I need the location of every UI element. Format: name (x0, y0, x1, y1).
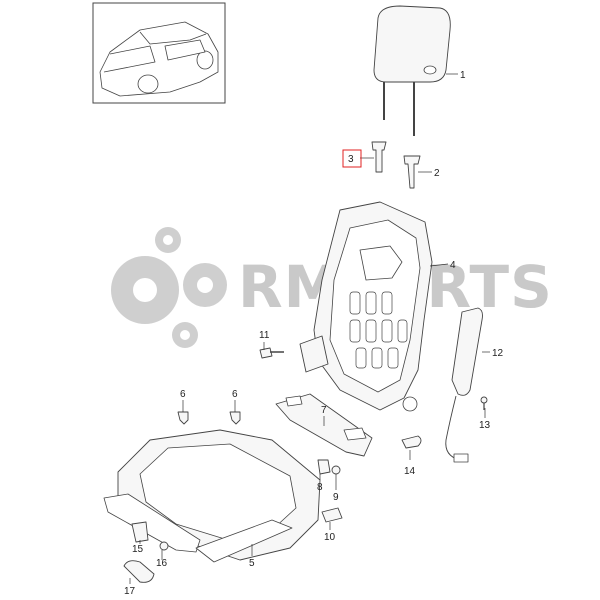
callout-7: 7 (321, 405, 327, 416)
callout-17: 17 (124, 586, 136, 597)
callout-15: 15 (132, 544, 144, 555)
clip-6b (229, 411, 241, 425)
bracket-15 (131, 521, 149, 543)
side-airbag-12 (445, 307, 483, 463)
callout-4: 4 (450, 260, 456, 271)
callout-12: 12 (492, 348, 504, 359)
headrest-guide-3 (371, 141, 387, 173)
bolt-11 (259, 347, 284, 359)
callout-6a: 6 (180, 389, 186, 400)
screw-13 (480, 396, 488, 410)
callout-5: 5 (249, 558, 255, 569)
highlight-box (342, 149, 362, 168)
callout-2: 2 (434, 168, 440, 179)
callout-1: 1 (460, 70, 466, 81)
callout-14: 14 (404, 466, 416, 477)
screw-16 (159, 541, 169, 551)
callout-3: 3 (348, 154, 354, 165)
clip-8 (317, 459, 331, 475)
clip-14 (401, 435, 422, 449)
callout-13: 13 (479, 420, 491, 431)
motor-17 (123, 560, 155, 583)
callout-11: 11 (259, 330, 270, 341)
callout-9: 9 (333, 492, 339, 503)
nut-9 (331, 465, 341, 475)
seat-frame (103, 429, 321, 563)
headrest (373, 5, 451, 136)
connector-10 (321, 507, 343, 523)
headrest-guide-2 (403, 155, 421, 189)
backrest-frame (299, 201, 433, 412)
callout-10: 10 (324, 532, 336, 543)
leader-lines (129, 73, 490, 584)
car-thumbnail-icon (92, 2, 226, 104)
gear-watermark-icon (111, 227, 227, 348)
callout-8: 8 (317, 482, 323, 493)
callout-6b: 6 (232, 389, 238, 400)
clip-6a (177, 411, 189, 425)
callout-16: 16 (156, 558, 168, 569)
